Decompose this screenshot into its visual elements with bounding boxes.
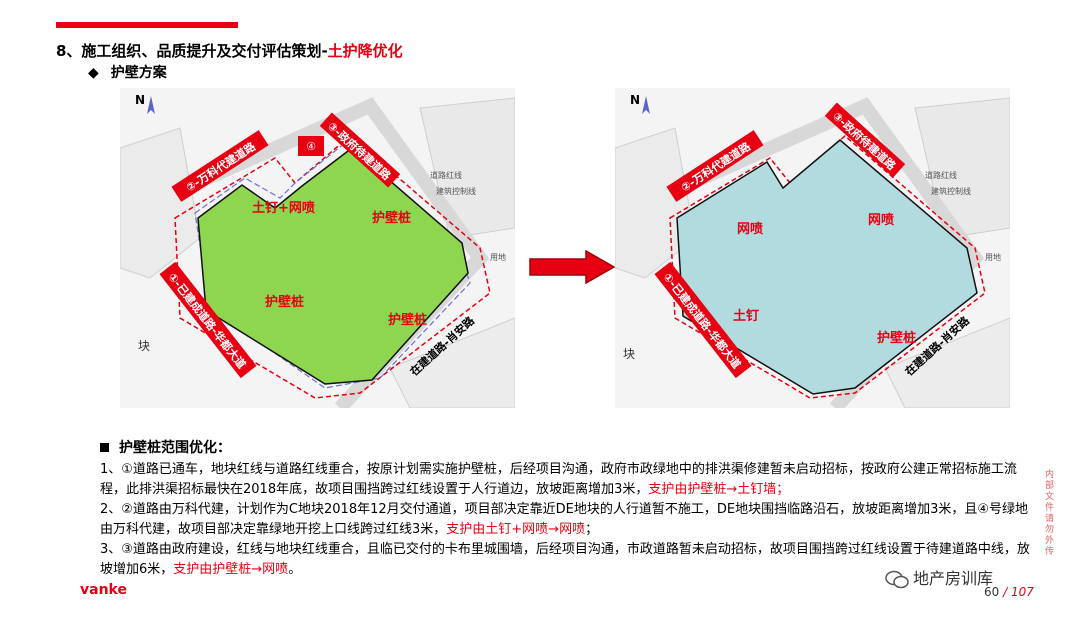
page-number: 60 / 107 bbox=[984, 585, 1034, 599]
plot-label: 块 bbox=[623, 347, 635, 361]
wechat-icon bbox=[885, 570, 909, 588]
north-arrow-icon bbox=[147, 96, 155, 114]
label-pile: 护壁桩 bbox=[265, 294, 304, 310]
right-arrow-icon bbox=[529, 250, 616, 284]
paragraph-3: 3、③道路由政府建设，红线与地块红线重合，且临已交付的卡布里城围墙，后经项目沟通… bbox=[100, 540, 1030, 580]
bg-label: 建筑控制线 bbox=[436, 186, 476, 196]
road-tag bbox=[666, 130, 764, 202]
paragraph-text: 3、③道路由政府建设，红线与地块红线重合，且临已交付的卡布里城围墙，后经项目沟通… bbox=[100, 542, 1030, 577]
paragraph-text: 1、①道路已通车，地块红线与道路红线重合，按原计划需实施护壁桩，后经项目沟通，政… bbox=[100, 462, 1017, 497]
road-tag bbox=[171, 130, 269, 202]
watermark-text: 地产房训库 bbox=[913, 569, 994, 588]
total-pages: / 107 bbox=[1003, 585, 1034, 599]
paragraph-2: 2、②道路由万科代建，计划作为C地块2018年12月交付通道，项目部决定靠近DE… bbox=[100, 500, 1030, 540]
section-heading-text: 护壁桩范围优化： bbox=[119, 440, 231, 456]
red-line-boundary bbox=[174, 135, 491, 399]
paragraph-tail: 。 bbox=[288, 562, 302, 577]
label-mesh: 网喷 bbox=[868, 212, 894, 228]
paragraph-highlight: 支护由护壁桩→网喷 bbox=[173, 562, 289, 577]
label-soil-nail: 土钉 bbox=[733, 308, 759, 324]
page-title: 8、施工组织、品质提升及交付评估策划-土护降优化 bbox=[56, 40, 403, 61]
brand-logo: vanke bbox=[80, 582, 127, 598]
top-accent-bar bbox=[56, 22, 238, 28]
road-tag bbox=[298, 136, 324, 156]
label-mesh: 网喷 bbox=[737, 221, 763, 237]
current-page: 60 bbox=[984, 585, 1000, 599]
paragraph-highlight: 支护由土钉+网喷→网喷 bbox=[446, 522, 586, 537]
paragraph-tail: ； bbox=[585, 522, 599, 537]
label-pile: 护壁桩 bbox=[372, 210, 411, 226]
subtitle-text: 护壁方案 bbox=[110, 65, 167, 81]
label-pile: 护壁桩 bbox=[388, 312, 427, 328]
diamond-bullet-icon: ◆ bbox=[88, 65, 99, 81]
bg-label: 道路红线 bbox=[430, 170, 462, 180]
compass-label: N bbox=[630, 93, 640, 107]
plot-fill bbox=[676, 139, 978, 395]
section-heading: 护壁桩范围优化： bbox=[100, 438, 1030, 458]
plot-fill bbox=[197, 147, 469, 385]
road-tag bbox=[159, 261, 257, 379]
compass-label: N bbox=[135, 93, 145, 107]
label-soil-nail-mesh: 土钉+网喷 bbox=[252, 200, 315, 216]
road-tag bbox=[319, 112, 401, 188]
bg-label: 用地 bbox=[985, 252, 1001, 262]
plot-label: 块 bbox=[138, 339, 150, 353]
optimization-section: 护壁桩范围优化： 1、①道路已通车，地块红线与道路红线重合，按原计划需实施护壁桩… bbox=[100, 438, 1030, 580]
bg-label: 用地 bbox=[490, 252, 506, 262]
bg-label: 道路红线 bbox=[925, 170, 957, 180]
watermark: 地产房训库 bbox=[885, 565, 993, 590]
paragraph-highlight: 支护由护壁桩→土钉墙； bbox=[648, 482, 790, 497]
bg-parcel bbox=[120, 127, 201, 279]
bg-parcel bbox=[615, 127, 696, 279]
bg-parcel bbox=[884, 317, 1010, 408]
page-subtitle: ◆ 护壁方案 bbox=[88, 62, 167, 82]
red-line-boundary bbox=[669, 135, 986, 399]
bg-parcel bbox=[389, 317, 515, 408]
road-tag bbox=[824, 102, 906, 178]
excavation-line bbox=[194, 142, 471, 389]
confidential-note: 内部文件 请勿外传 bbox=[1045, 470, 1055, 557]
site-map-after: N ②-万科代建道路 ③-政府待建道路 ①-已建成道路-华都大道 在建道路-肖安… bbox=[615, 88, 1010, 408]
road-tag bbox=[654, 261, 752, 379]
paragraph-text: 2、②道路由万科代建，计划作为C地块2018年12月交付通道，项目部决定靠近DE… bbox=[100, 502, 1029, 537]
north-arrow-icon bbox=[642, 96, 650, 114]
road-4-label: ④ bbox=[306, 140, 316, 153]
paragraph-1: 1、①道路已通车，地块红线与道路红线重合，按原计划需实施护壁桩，后经项目沟通，政… bbox=[100, 460, 1030, 500]
square-bullet-icon bbox=[100, 442, 109, 452]
title-highlight: 土护降优化 bbox=[327, 42, 403, 60]
bg-label: 建筑控制线 bbox=[931, 186, 971, 196]
title-prefix: 8、施工组织、品质提升及交付评估策划- bbox=[56, 42, 328, 60]
site-map-before: N ②-万科代建道路 ③-政府待建道路 ④ ①-已建成道路-华都大道 在建道路-… bbox=[120, 88, 515, 408]
label-pile: 护壁桩 bbox=[877, 330, 916, 346]
